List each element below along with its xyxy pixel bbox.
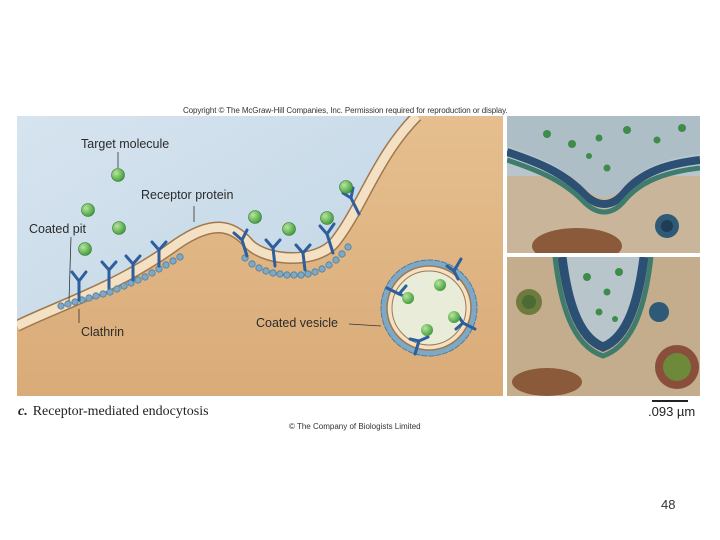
receptor-icon xyxy=(294,243,312,272)
ligand-icon xyxy=(448,311,460,323)
receptor-icon xyxy=(318,222,336,255)
label-target-molecule: Target molecule xyxy=(81,137,170,151)
ligand-icon xyxy=(78,242,92,256)
label-coated-pit: Coated pit xyxy=(29,222,86,236)
ligand-icon xyxy=(282,222,296,236)
page-number: 48 xyxy=(661,497,676,512)
receptor-icon xyxy=(232,228,249,258)
label-receptor-protein: Receptor protein xyxy=(141,188,234,202)
ligand-icon xyxy=(402,292,414,304)
ligand-icon xyxy=(320,211,334,225)
caption-text: Receptor-mediated endocytosis xyxy=(32,404,209,419)
figure-caption: c. Receptor-mediated endocytosis xyxy=(18,404,209,420)
receptor-icon xyxy=(100,260,118,290)
micrograph-coated-pit xyxy=(507,116,700,253)
receptor-icon xyxy=(341,186,361,216)
receptor-icon xyxy=(150,240,168,268)
target-molecules xyxy=(78,168,353,256)
ligand-icon xyxy=(112,221,126,235)
coated-vesicle xyxy=(380,257,478,357)
receptor-icon xyxy=(408,335,430,356)
copyright-notice: Copyright © The McGraw-Hill Companies, I… xyxy=(183,106,508,115)
ligand-icon xyxy=(421,324,433,336)
micrograph-vesicle-forming xyxy=(507,257,700,396)
ligand-icon xyxy=(434,279,446,291)
scale-bar xyxy=(652,400,688,402)
receptor-proteins xyxy=(70,186,361,302)
ligand-icon xyxy=(111,168,125,182)
ligand-icon xyxy=(81,203,95,217)
endocytosis-diagram xyxy=(17,116,503,396)
ligand-icon xyxy=(248,210,262,224)
scale-label: .093 µm xyxy=(648,404,696,419)
vesicle-lumen xyxy=(391,270,467,346)
receptor-icon xyxy=(124,254,142,282)
label-leader-lines xyxy=(68,152,382,327)
label-clathrin: Clathrin xyxy=(81,325,125,339)
caption-letter: c. xyxy=(18,404,28,419)
figure: Target molecule Receptor protein Coated … xyxy=(17,116,700,396)
receptor-icon xyxy=(264,238,282,268)
ligand-icon xyxy=(339,180,353,194)
image-credit: © The Company of Biologists Limited xyxy=(289,422,421,431)
receptor-icon xyxy=(70,270,88,302)
label-coated-vesicle: Coated vesicle xyxy=(256,316,338,330)
receptor-icon xyxy=(445,257,463,281)
